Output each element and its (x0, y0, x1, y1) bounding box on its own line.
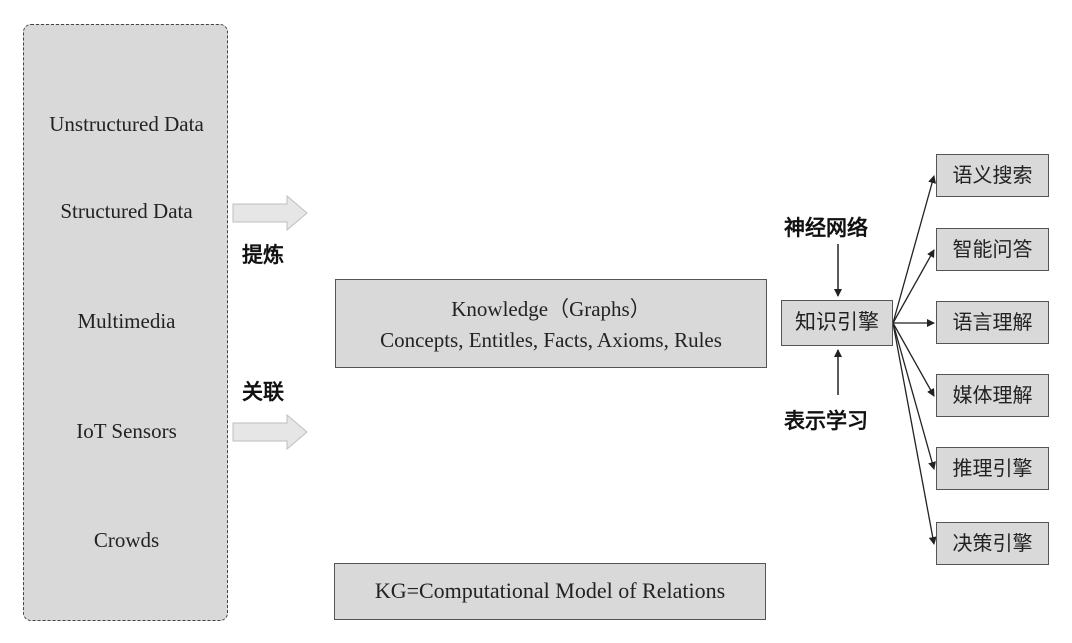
knowledge-engine-box: 知识引擎 (781, 300, 893, 346)
neural-network-label: 神经网络 (784, 216, 868, 240)
app-semantic-search: 语义搜索 (936, 154, 1049, 197)
app-reasoning-engine: 推理引擎 (936, 447, 1049, 490)
extract-label: 提炼 (242, 243, 284, 267)
app-question-answering: 智能问答 (936, 228, 1049, 271)
fanout-arrow-qa (892, 249, 935, 324)
app-decision-engine: 决策引擎 (936, 522, 1049, 565)
associate-label: 关联 (242, 380, 284, 404)
knowledge-graph-title: Knowledge（Graphs） (451, 297, 651, 321)
kg-definition-box: KG=Computational Model of Relations (334, 563, 766, 620)
associate-arrow (232, 413, 308, 451)
source-iot-sensors: IoT Sensors (76, 419, 177, 443)
representation-learning-label: 表示学习 (784, 409, 868, 433)
source-crowds: Crowds (93, 528, 160, 552)
fanout-arrow-media (892, 322, 935, 397)
knowledge-graph-subtitle: Concepts, Entitles, Facts, Axioms, Rules (380, 328, 722, 352)
data-sources-panel: Unstructured Data Structured Data Multim… (23, 24, 228, 621)
fanout-arrow-semantic-search (892, 175, 936, 324)
app-language-understanding: 语言理解 (936, 301, 1049, 344)
source-unstructured-data: Unstructured Data (49, 112, 204, 136)
fanout-arrow-decision (892, 322, 937, 545)
extract-arrow (232, 194, 308, 232)
source-multimedia: Multimedia (77, 309, 176, 333)
source-structured-data: Structured Data (60, 199, 193, 223)
knowledge-graph-box: Knowledge（Graphs） Concepts, Entitles, Fa… (335, 279, 767, 368)
fanout-arrow-reasoning (892, 322, 936, 470)
app-media-understanding: 媒体理解 (936, 374, 1049, 417)
